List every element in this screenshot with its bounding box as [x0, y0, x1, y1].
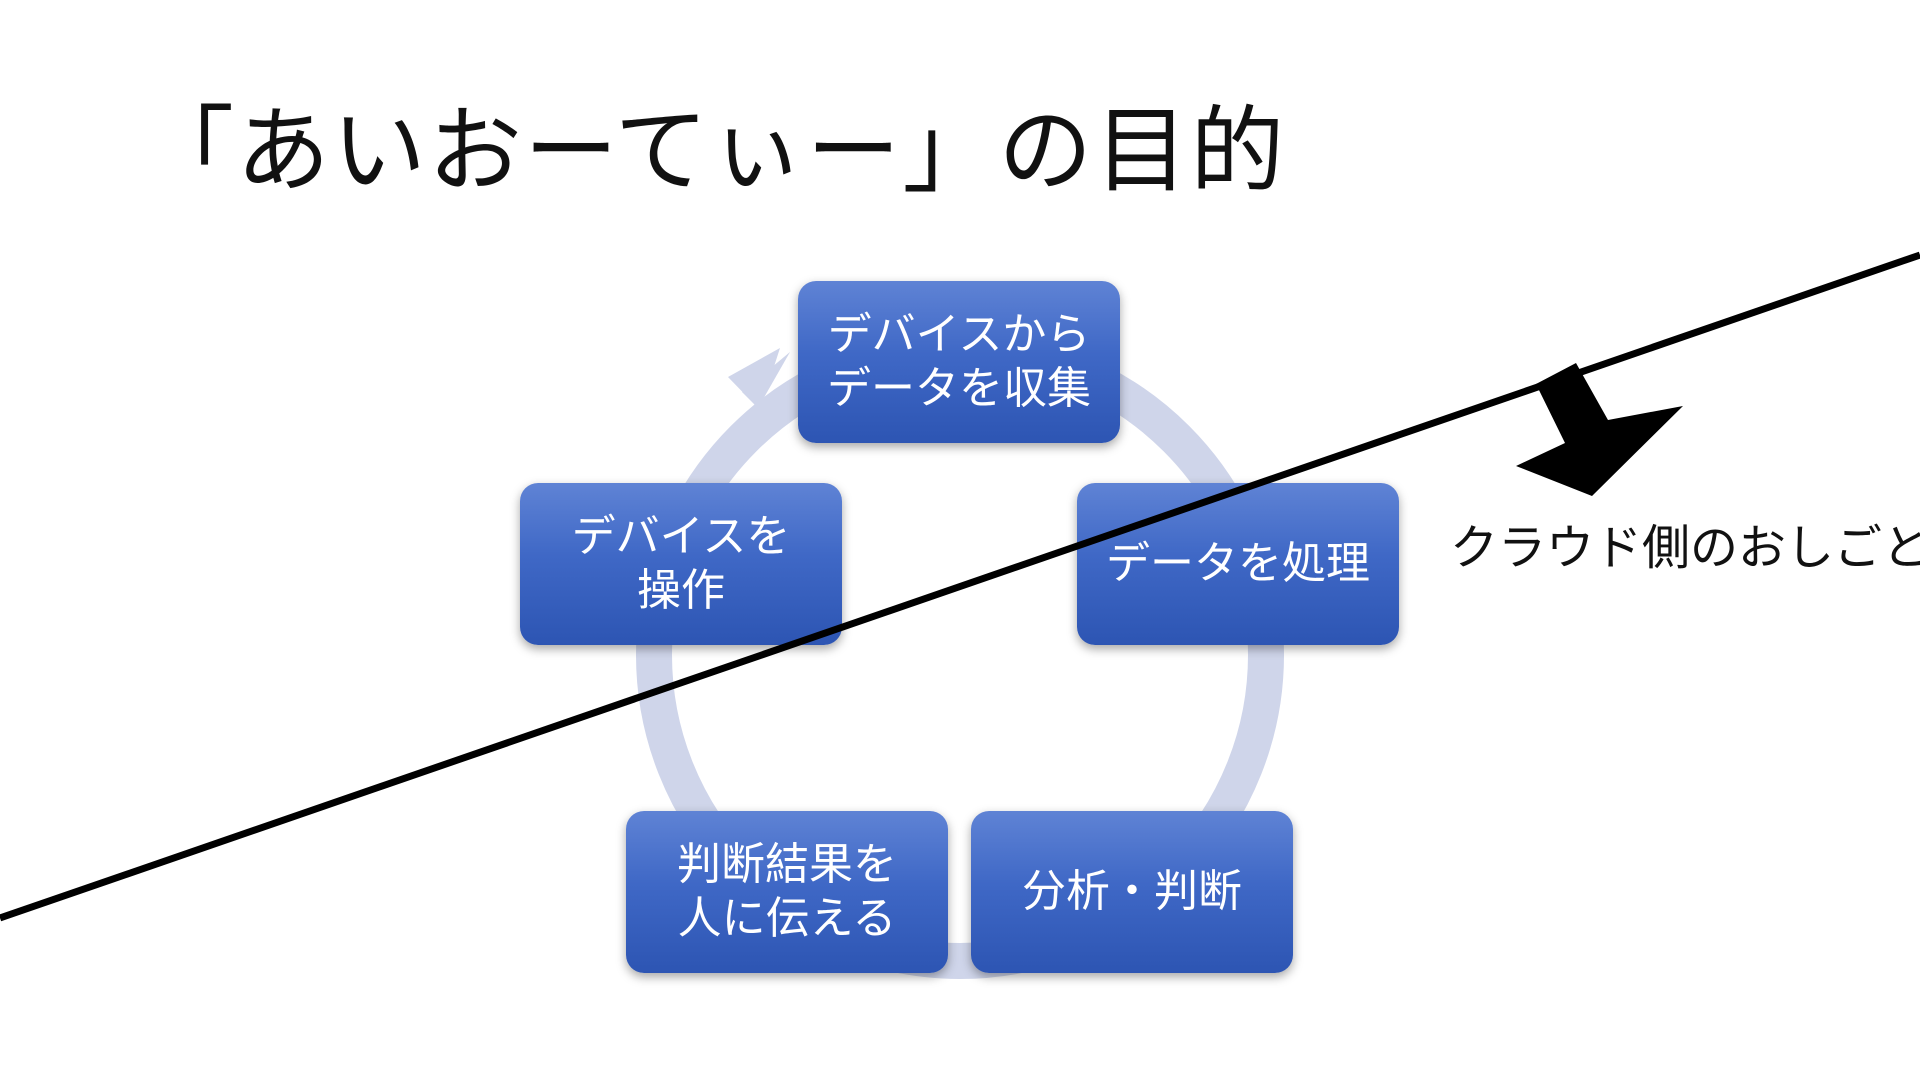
cycle-step-process: データを処理: [1077, 483, 1399, 645]
slide-title: 「あいおーてぃー」の目的: [140, 97, 1287, 206]
cycle-step-notify: 判断結果を 人に伝える: [626, 811, 948, 973]
cycle-step-analyze: 分析・判断: [971, 811, 1293, 973]
cycle-step-label: データを処理: [1106, 538, 1370, 590]
cycle-step-collect: デバイスから データを収集: [798, 281, 1120, 443]
cycle-step-operate: デバイスを 操作: [520, 483, 842, 645]
cycle-step-label: デバイスを 操作: [571, 511, 791, 616]
cycle-step-label: デバイスから データを収集: [827, 309, 1091, 414]
cloud-side-label: クラウド側のおしごと: [1450, 520, 1920, 576]
cycle-step-label: 判断結果を 人に伝える: [677, 839, 897, 944]
cycle-step-label: 分析・判断: [1022, 866, 1242, 918]
